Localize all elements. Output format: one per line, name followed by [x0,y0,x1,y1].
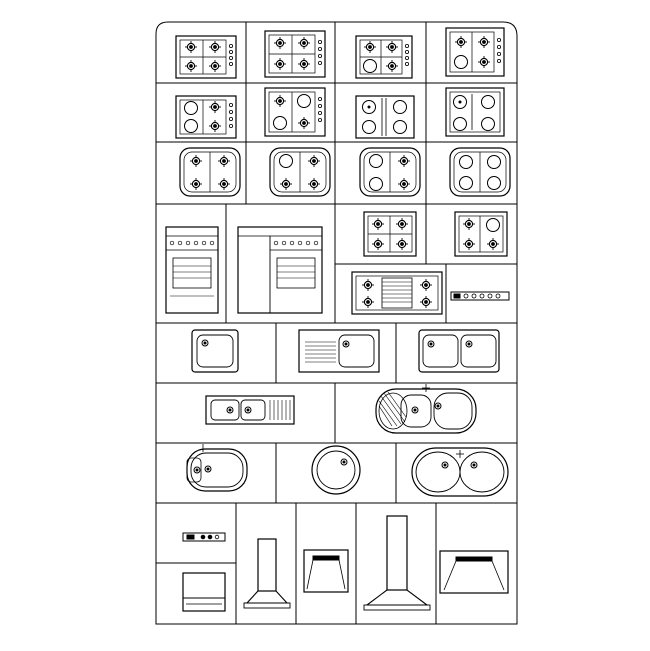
chimney-hood-wide [363,515,431,611]
control-strip [450,291,510,301]
built-in-oven [182,572,226,612]
gas-cooktop-4-burner-hotplate [355,35,413,79]
freestanding-range [165,226,219,314]
gas-cooktop-2-burner-2-hotplate [445,27,505,77]
grid-frame [155,21,518,625]
gas-cooktop-4-burner-a [175,35,237,79]
double-sink [418,329,500,373]
double-sink-with-drainer [205,395,295,425]
freestanding-range-side-cabinet [237,226,323,314]
electric-cooktop-b [445,87,505,137]
box-hood [303,549,349,593]
rounded-electric-cooktop [449,147,511,197]
chimney-hood [243,538,291,609]
round-double-sink [375,384,477,434]
gas-cooktop-mixed-b [264,87,326,137]
gas-cooktop-with-grill [351,271,443,315]
rounded-gas-cooktop-hotplate [359,147,421,197]
oval-sink [186,444,248,492]
control-panel [182,532,226,542]
gas-cooktop-small [363,211,417,257]
gas-cooktop-mixed-a [175,95,237,139]
single-sink [191,329,239,373]
gas-cooktop-small-hotplate [454,211,508,257]
rounded-gas-cooktop-b [269,147,331,197]
round-sink [311,445,361,495]
electric-cooktop-a [355,95,415,139]
rounded-gas-cooktop-a [179,147,241,197]
gas-cooktop-4-burner-b [264,30,326,78]
double-oval-sink [411,447,509,497]
sink-with-drainer [298,329,380,373]
box-hood-wide [439,550,509,594]
